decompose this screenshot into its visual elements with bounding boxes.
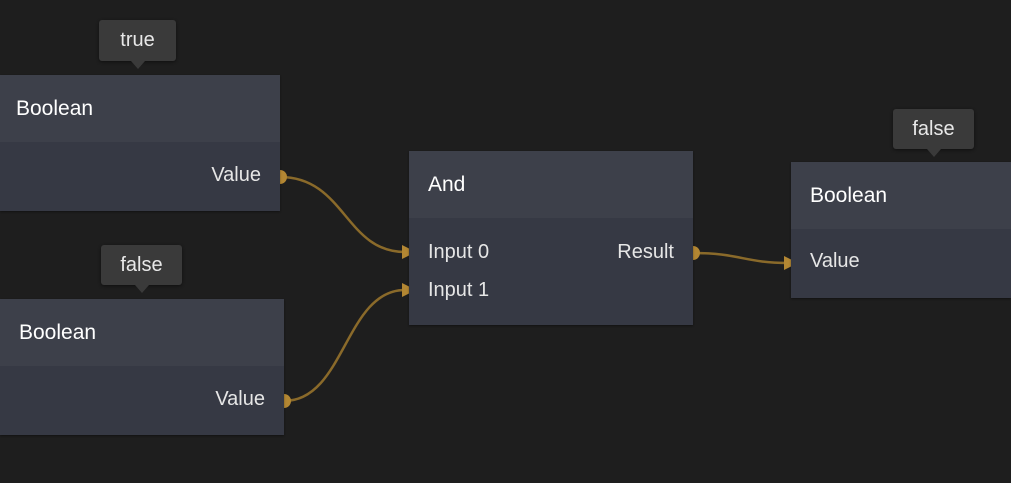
- input-port-label-input-0: Input 0: [428, 241, 490, 263]
- output-port-label-value: Value: [211, 164, 261, 186]
- and-node[interactable]: And Input 0 Input 1 Result: [409, 151, 693, 325]
- input-port-label-value: Value: [810, 250, 860, 272]
- node-header[interactable]: Boolean: [0, 299, 284, 366]
- boolean-node-1[interactable]: Boolean Value: [0, 75, 280, 211]
- node-body: Value: [0, 366, 284, 435]
- node-body: Input 0 Input 1 Result: [409, 218, 693, 325]
- node-header[interactable]: Boolean: [0, 75, 280, 142]
- node-header[interactable]: And: [409, 151, 693, 218]
- node-title: Boolean: [810, 183, 888, 207]
- input-port-label-input-1: Input 1: [428, 279, 490, 301]
- tooltip-text: true: [120, 29, 155, 51]
- value-tooltip-boolean-2: false: [101, 245, 182, 293]
- wire-boolean2-to-and-input1[interactable]: [283, 288, 406, 403]
- node-title: Boolean: [19, 320, 97, 344]
- output-port-label-result: Result: [617, 241, 674, 263]
- node-body: Value: [791, 229, 1011, 298]
- node-body: Value: [0, 142, 280, 211]
- wire-boolean1-to-and-input0[interactable]: [279, 175, 406, 254]
- boolean-node-3[interactable]: Boolean Value: [791, 162, 1011, 298]
- node-header[interactable]: Boolean: [791, 162, 1011, 229]
- wire-and-result-to-boolean3[interactable]: [692, 251, 789, 265]
- node-title: And: [428, 172, 466, 196]
- tooltip-text: false: [912, 117, 955, 140]
- value-tooltip-boolean-3: false: [893, 109, 974, 157]
- tooltip-text: false: [120, 253, 163, 276]
- value-tooltip-boolean-1: true: [99, 20, 176, 69]
- output-port-label-value: Value: [215, 388, 265, 410]
- node-title: Boolean: [16, 96, 94, 120]
- boolean-node-2[interactable]: Boolean Value: [0, 299, 284, 435]
